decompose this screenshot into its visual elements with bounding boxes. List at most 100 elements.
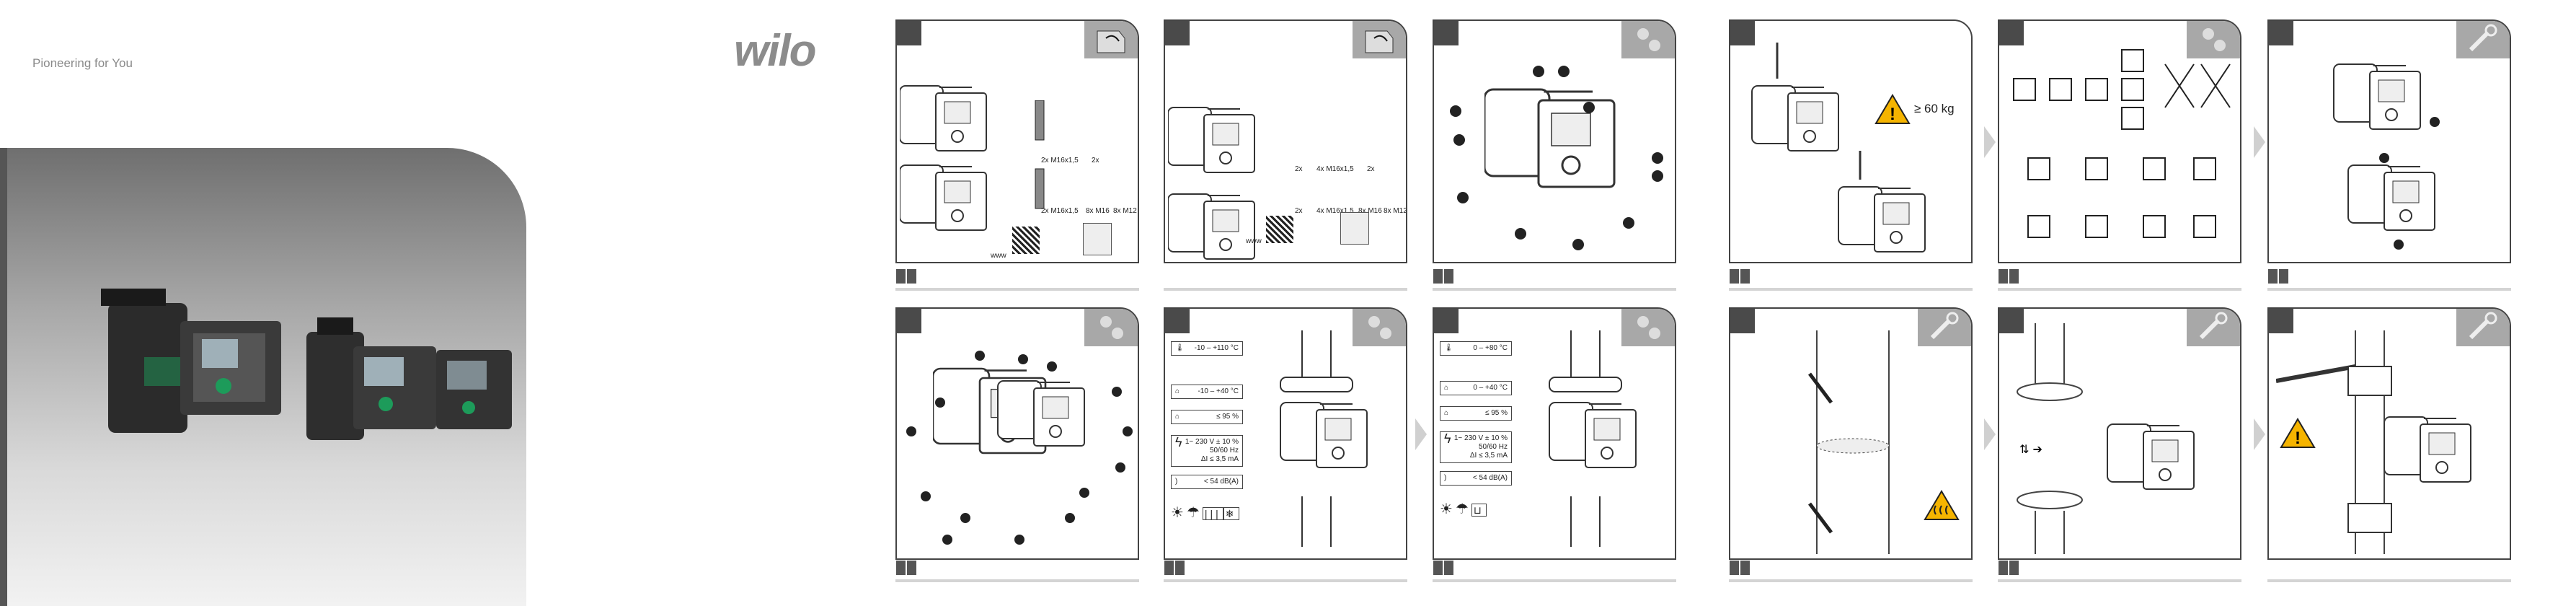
- book-icon: [1999, 269, 2019, 284]
- step-number-tab: [2269, 309, 2293, 333]
- heating-icon: |||: [1202, 507, 1223, 520]
- warning-icon: !: [2280, 418, 2316, 448]
- next-step-arrow: [2254, 418, 2265, 450]
- wrench-icon: [2456, 309, 2510, 346]
- unpack-box-icon: [1353, 21, 1406, 58]
- svg-text:⇅ ➔: ⇅ ➔: [2019, 442, 2042, 456]
- book-icon: [2268, 269, 2288, 284]
- panel-flange-gasket: ⇅ ➔: [1998, 307, 2241, 560]
- cable-gland-label: 4x M16x1,5: [1316, 165, 1354, 173]
- orientation-diagrams: [2013, 49, 2231, 238]
- book-icon: [1730, 561, 1750, 575]
- cover-strip: [0, 148, 7, 606]
- house-humidity-icon: ⌂: [1175, 413, 1180, 421]
- qr-code: [1266, 216, 1293, 243]
- book-icon: [1730, 269, 1750, 284]
- umbrella-icon: ☂: [1186, 505, 1203, 521]
- umbrella-icon: ☂: [1455, 501, 1471, 517]
- step-number-tab: [897, 309, 921, 333]
- sensor-illustrations: [1035, 100, 1045, 209]
- next-step-arrow: [1984, 418, 1996, 450]
- sensor-label: 2x: [1295, 207, 1303, 215]
- washer-label: 2x: [1367, 165, 1375, 173]
- washer-m16-label: 8x M16: [1086, 207, 1110, 215]
- hot-surface-warning-icon: [1924, 490, 1960, 520]
- drinking-water-icon: ⊔: [1471, 504, 1487, 517]
- gears-icon: [1353, 309, 1406, 346]
- weight-label: ≥ 60 kg: [1914, 102, 1955, 115]
- step-number-tab: [1730, 21, 1755, 45]
- unpack-box-icon: [1084, 21, 1138, 58]
- frequency-value: 50/60 Hz: [1209, 447, 1239, 454]
- ambient-temperature-value: -10 – +40 °C: [1198, 387, 1239, 395]
- house-humidity-icon: ⌂: [1444, 409, 1449, 417]
- frequency-value: 50/60 Hz: [1478, 443, 1508, 451]
- screw-fitting-illustration: [2276, 330, 2471, 554]
- manual-thumbnail: [1340, 212, 1369, 245]
- thermometer-icon: 🌡: [1444, 344, 1453, 352]
- washer-m12-label: 8x M12: [1113, 207, 1137, 215]
- manual-thumbnail: [1083, 223, 1112, 255]
- noise-box: )< 54 dB(A): [1440, 471, 1512, 486]
- cable-gland-label: 2x M16x1,5: [1041, 207, 1079, 215]
- voltage-value: 1~ 230 V ± 10 %: [1453, 434, 1508, 442]
- step-number-tab: [1165, 309, 1190, 333]
- panel-scope-of-delivery-twin: 2x 4x M16x1,5 2x 2x 4x M16x1,5 8x M16 8x…: [1164, 19, 1407, 263]
- noise-value: < 54 dB(A): [1203, 478, 1239, 486]
- motor-rotation-illustration: [2333, 63, 2440, 250]
- panel-installation-positions: [1998, 19, 2241, 263]
- book-icon: [1164, 561, 1185, 575]
- panel-tighten-screw-fitting: !: [2267, 307, 2511, 560]
- book-icon: [1433, 561, 1453, 575]
- step-number-tab: [897, 21, 921, 45]
- pump-illustrations: [900, 85, 987, 231]
- next-step-arrow: [1415, 418, 1427, 450]
- step-number-tab: [1999, 21, 2024, 45]
- lifting-illustration: [1751, 43, 1926, 252]
- www-label: www: [1246, 237, 1262, 245]
- leakage-current-value: ΔI ≤ 3,5 mA: [1469, 452, 1508, 460]
- gears-icon: [1084, 309, 1138, 346]
- environment-icons: ☀☂|||❄: [1171, 504, 1239, 522]
- panel-pipe-insulation: [1729, 307, 1973, 560]
- cable-gland-label: 4x M16x1,5: [1316, 207, 1354, 215]
- cover-tagline: Pioneering for You: [32, 56, 133, 70]
- lightning-icon: ϟ: [1444, 431, 1451, 446]
- wrench-icon: [2456, 21, 2510, 58]
- environment-icons: ☀☂⊔: [1440, 500, 1487, 518]
- panel-motor-rotation: [2267, 19, 2511, 263]
- book-icon: [1999, 561, 2019, 575]
- warning-icon: !: [1875, 94, 1911, 124]
- gears-icon: [1621, 21, 1675, 58]
- panel-lifting: ! ≥ 60 kg: [1729, 19, 1973, 263]
- book-icon: [896, 561, 916, 575]
- humidity-value: ≤ 95 %: [1216, 413, 1239, 421]
- next-step-arrow: [1984, 126, 1996, 158]
- leakage-current-value: ΔI ≤ 3,5 mA: [1200, 455, 1239, 463]
- flange-gasket-illustration: ⇅ ➔: [2017, 323, 2195, 554]
- voltage-value: 1~ 230 V ± 10 %: [1185, 438, 1239, 446]
- lightning-icon: ϟ: [1175, 435, 1182, 449]
- humidity-box: ⌂≤ 95 %: [1440, 406, 1512, 421]
- panel-scope-of-delivery-single: 2x M16x1,5 2x 2x M16x1,5 8x M16 8x M12 w…: [895, 19, 1139, 263]
- ambient-temperature-box: ⌂-10 – +40 °C: [1171, 385, 1243, 399]
- step-number-tab: [1434, 309, 1459, 333]
- www-label: www: [991, 252, 1006, 260]
- qr-code: [1012, 227, 1040, 254]
- book-icon: [1433, 269, 1453, 284]
- fluid-temperature-value: -10 – +110 °C: [1194, 344, 1239, 352]
- svg-text:!: !: [1890, 105, 1895, 124]
- ambient-temperature-box: ⌂0 – +40 °C: [1440, 381, 1512, 395]
- gears-icon: [2187, 21, 2240, 58]
- step-number-tab: [1999, 309, 2024, 333]
- wrench-icon: [2187, 309, 2240, 346]
- book-icon: [896, 269, 916, 284]
- sound-icon: ): [1444, 474, 1447, 482]
- pipe-illustration: [1808, 330, 1890, 554]
- washer-label: 2x: [1092, 157, 1099, 164]
- fluid-temperature-value: 0 – +80 °C: [1473, 344, 1508, 352]
